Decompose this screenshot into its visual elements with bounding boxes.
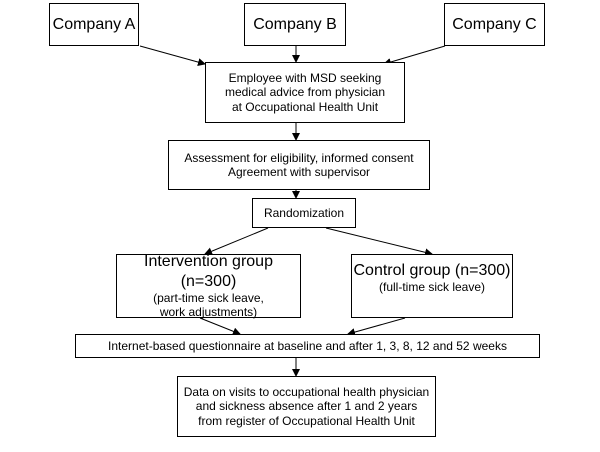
- control-title: Control group (n=300): [353, 262, 511, 279]
- company-c-label: Company C: [452, 15, 537, 33]
- employee-line-3: at Occupational Health Unit: [231, 99, 379, 114]
- arrow-randomization-to-intervention: [204, 227, 269, 256]
- company-b-label: Company B: [253, 15, 337, 33]
- company-a-label: Company A: [52, 15, 136, 33]
- randomization-label: Randomization: [263, 205, 345, 220]
- control-group-box: Control group (n=300) (full-time sick le…: [351, 254, 513, 318]
- intervention-line-1: (part-time sick leave,: [153, 290, 264, 305]
- company-c-box: Company C: [444, 3, 545, 46]
- assessment-box: Assessment for eligibility, informed con…: [168, 140, 430, 190]
- data-line-3: from register of Occupational Health Uni…: [198, 413, 415, 428]
- intervention-title: Intervention group (n=300): [144, 253, 273, 290]
- company-b-box: Company B: [244, 3, 346, 46]
- arrow-company-a-to-employee: [139, 45, 206, 66]
- randomization-box: Randomization: [252, 198, 356, 228]
- employee-box: Employee with MSD seeking medical advice…: [205, 62, 405, 123]
- intervention-group-box: Intervention group (n=300) (part-time si…: [116, 253, 301, 320]
- employee-line-1: Employee with MSD seeking: [228, 70, 382, 85]
- questionnaire-label: Internet-based questionnaire at baseline…: [108, 338, 507, 353]
- questionnaire-box: Internet-based questionnaire at baseline…: [75, 334, 540, 358]
- control-line-1: (full-time sick leave): [378, 280, 486, 295]
- arrow-company-c-to-employee: [383, 45, 446, 66]
- arrow-randomization-to-control: [325, 227, 433, 257]
- data-line-1: Data on visits to occupational health ph…: [183, 384, 430, 399]
- company-a-box: Company A: [49, 3, 139, 46]
- arrow-control-to-questionnaire: [347, 317, 406, 336]
- data-line-2: and sickness absence after 1 and 2 years: [195, 399, 418, 414]
- employee-line-2: medical advice from physician: [224, 85, 386, 100]
- arrow-intervention-to-questionnaire: [199, 317, 241, 336]
- assessment-line-1: Assessment for eligibility, informed con…: [184, 150, 414, 165]
- intervention-line-2: work adjustments): [159, 305, 258, 320]
- data-box: Data on visits to occupational health ph…: [177, 376, 436, 437]
- assessment-line-2: Agreement with supervisor: [227, 165, 371, 179]
